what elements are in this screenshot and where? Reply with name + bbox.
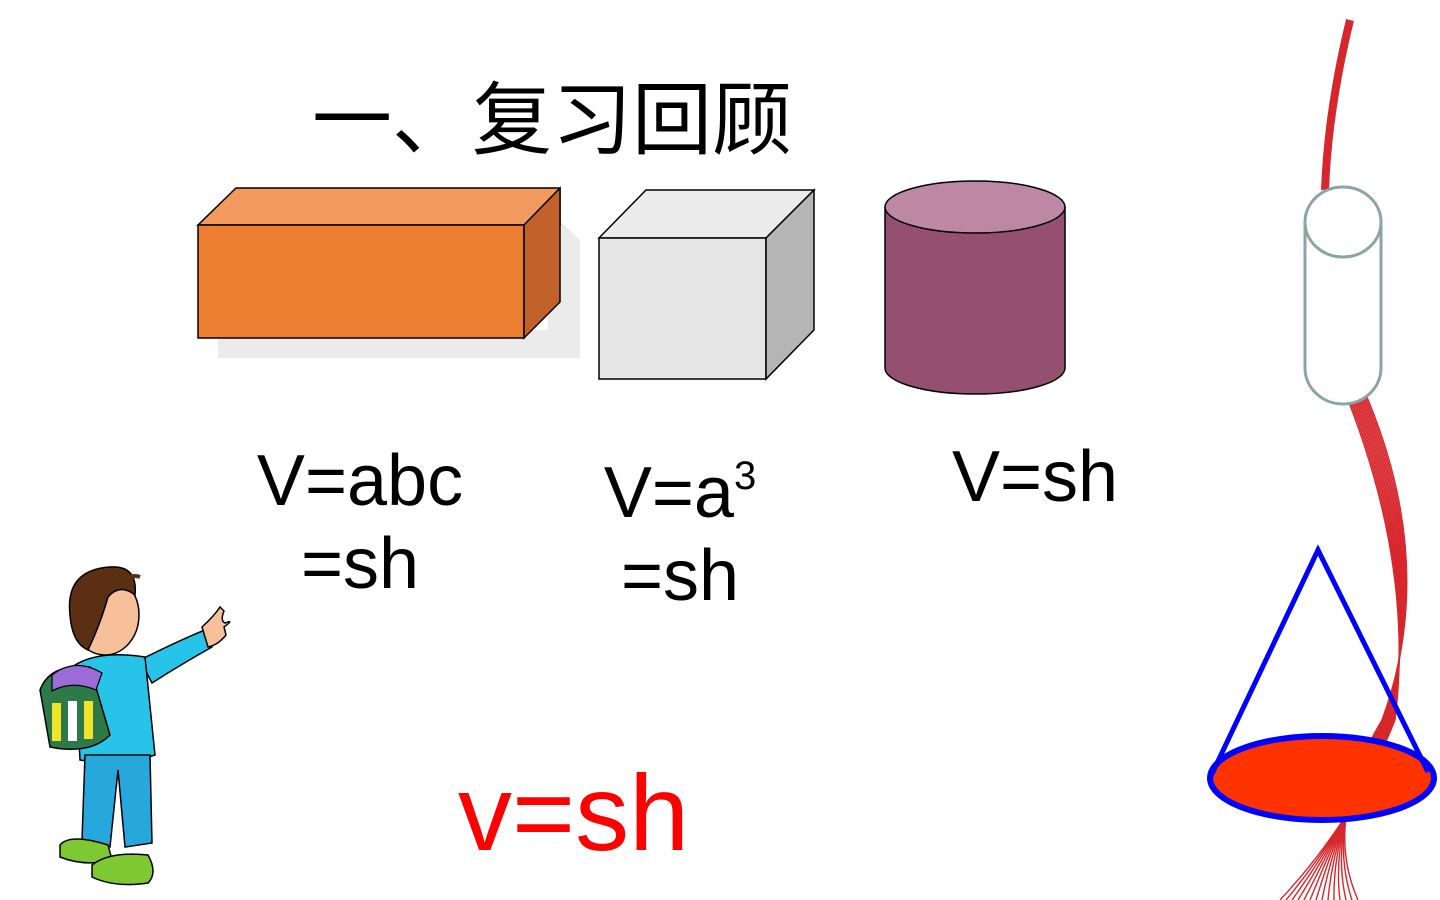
cube-formula-line2: =sh bbox=[620, 535, 740, 616]
cylinder-formula-line1: V=sh bbox=[951, 437, 1119, 517]
cone-outline bbox=[1207, 544, 1431, 780]
cuboid-formula-line1: V=abc bbox=[256, 441, 464, 521]
cylinder-shape bbox=[884, 180, 1066, 395]
cuboid-formula-line2: =sh bbox=[300, 523, 420, 604]
answer-formula: v=sh bbox=[458, 752, 690, 873]
cube-shape bbox=[597, 188, 816, 381]
boy-clipart bbox=[39, 566, 231, 886]
fiber-decoration bbox=[1207, 19, 1437, 900]
cone-base bbox=[1207, 733, 1437, 823]
cube-formula-line1: V=a3 bbox=[580, 452, 780, 535]
fiber-lines bbox=[1279, 379, 1408, 900]
cuboid-shape bbox=[196, 186, 580, 358]
cube-formula-exponent: 3 bbox=[733, 454, 757, 498]
slide-title: 一、复习回顾 bbox=[312, 74, 792, 167]
cube-formula-base: V=a bbox=[603, 453, 734, 533]
cube-formula: V=a3 =sh bbox=[580, 452, 780, 618]
fiber-line bbox=[1344, 379, 1408, 900]
cylinder-formula: V=sh bbox=[930, 436, 1140, 519]
cuboid-formula: V=abc =sh bbox=[230, 440, 490, 606]
